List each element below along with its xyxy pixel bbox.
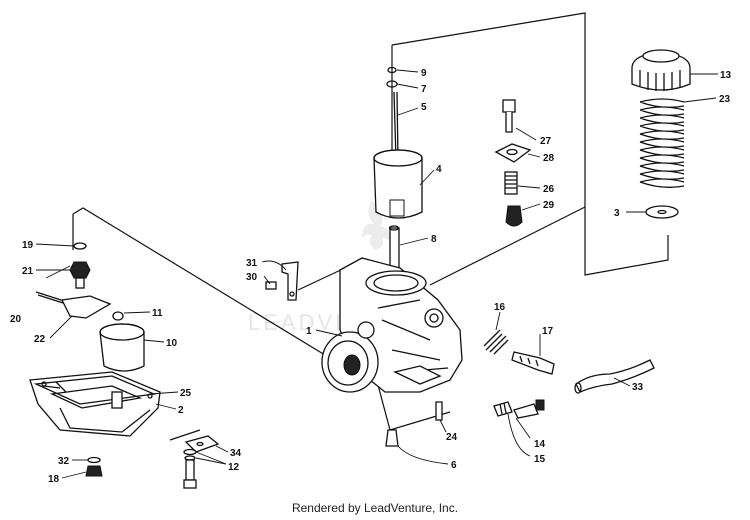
callout-17: 17	[542, 326, 554, 337]
callout-2: 2	[178, 405, 184, 416]
callout-14: 14	[534, 439, 546, 450]
slide-rod-part	[388, 225, 400, 269]
plate-part	[494, 143, 532, 163]
callout-12: 12	[228, 462, 240, 473]
callout-6: 6	[451, 460, 457, 471]
credit-text: Rendered by LeadVenture, Inc.	[292, 501, 458, 515]
callout-29: 29	[543, 200, 555, 211]
needle-clip-part	[387, 66, 397, 74]
float-bowl-part	[29, 371, 161, 437]
callout-34: 34	[230, 448, 242, 459]
float-part	[99, 323, 145, 372]
pilot-screw-assembly	[483, 329, 555, 375]
hose-part	[574, 359, 655, 394]
callout-10: 10	[166, 338, 178, 349]
float-arm-part	[61, 295, 112, 319]
callout-18: 18	[48, 474, 60, 485]
callout-15: 15	[534, 454, 546, 465]
spring-small-part	[504, 171, 518, 195]
spring-part	[639, 98, 685, 188]
throttle-slide-part	[373, 149, 423, 219]
lower-screws	[385, 401, 443, 447]
callout-1: 1	[306, 326, 312, 337]
callout-13: 13	[720, 70, 732, 81]
callout-32: 32	[58, 456, 70, 467]
callout-31: 31	[246, 258, 258, 269]
bracket-part	[265, 261, 299, 301]
callout-27: 27	[540, 136, 552, 147]
callout-11: 11	[152, 308, 163, 319]
callout-28: 28	[543, 153, 555, 164]
washer-32-part	[87, 456, 101, 464]
callout-20: 20	[10, 314, 22, 325]
leader-lines	[35, 69, 718, 479]
idle-screw-part	[511, 351, 555, 375]
needle-valve-part	[505, 205, 523, 227]
valve-seat-part	[502, 99, 516, 133]
assembly-frames	[72, 12, 669, 441]
callout-22: 22	[34, 334, 46, 345]
slide-assembly	[373, 66, 423, 269]
callout-16: 16	[494, 302, 506, 313]
callout-25: 25	[180, 388, 192, 399]
callout-8: 8	[431, 234, 437, 245]
float-needle-part	[112, 311, 124, 321]
callout-30: 30	[246, 272, 258, 283]
carburetor-body-part	[321, 257, 463, 393]
callout-3: 3	[614, 208, 620, 219]
callout-5: 5	[421, 102, 427, 113]
float-bowl-assembly	[29, 242, 220, 489]
bowl-plate-part	[184, 435, 220, 453]
callout-23: 23	[719, 94, 731, 105]
callout-9: 9	[421, 68, 427, 79]
jet-needle-part	[393, 91, 397, 161]
screw-part	[265, 281, 277, 290]
callout-21: 21	[22, 266, 34, 277]
cap-spring-assembly	[631, 49, 691, 219]
drain-plug-part	[85, 465, 103, 477]
needle-valve-stack	[494, 99, 532, 227]
callout-19: 19	[22, 240, 34, 251]
top-cap-part	[631, 49, 691, 91]
callout-4: 4	[436, 164, 442, 175]
bowl-bolt-part	[183, 448, 197, 489]
small-spring-part	[483, 329, 509, 355]
callout-33: 33	[632, 382, 644, 393]
washer-19-part	[73, 242, 87, 250]
callout-24: 24	[446, 432, 458, 443]
nut-21-part	[69, 261, 91, 289]
callout-labels: 9 7 5 4 8 13 23 3 27 28 26 29 31 30 1 16…	[10, 68, 732, 485]
callout-26: 26	[543, 184, 555, 195]
callout-7: 7	[421, 84, 427, 95]
drain-screw-assembly	[493, 399, 545, 419]
spring-seat-part	[645, 205, 679, 219]
